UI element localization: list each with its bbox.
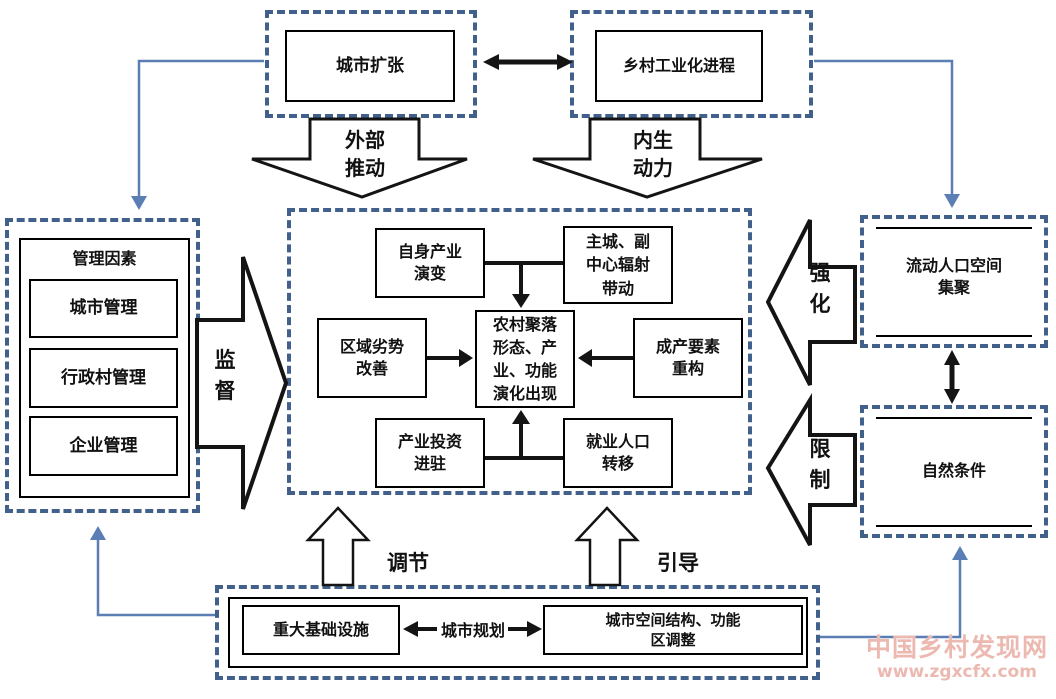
box-main-city-radiation: 主城、副 中心辐射 带动: [563, 226, 673, 304]
arrowhead: [944, 350, 960, 365]
divider-line: [876, 525, 1032, 527]
dashed-box-natural-conditions: 自然条件: [860, 405, 1048, 538]
box-enterprise-management: 企业管理: [29, 416, 178, 476]
watermark: 中国乡村发现网 www.zgxcfx.com: [864, 633, 1050, 682]
divider-line: [876, 227, 1032, 229]
box-regional-disadvantage: 区域劣势 改善: [317, 318, 427, 398]
natural-conditions-label: 自然条件: [921, 461, 986, 480]
floating-population-label: 流动人口空间 集聚: [905, 256, 1002, 298]
box-industry-investment: 产业投资 进驻: [375, 418, 485, 488]
external-push-label: 外部 推动: [345, 128, 385, 180]
box-city-management: 城市管理: [29, 279, 178, 338]
divider-line: [876, 417, 1032, 419]
box-rural-industrialization: 乡村工业化进程: [595, 30, 763, 102]
up-block-arrow-regulate: [305, 506, 371, 587]
dashed-group-center: [287, 208, 752, 495]
guide-label: 引导: [657, 551, 699, 575]
watermark-site-url: www.zgxcfx.com: [877, 662, 1037, 682]
restrict-label: 限 制: [809, 437, 831, 492]
blue-connector-bottom-left: [96, 538, 215, 617]
up-block-arrow-guide: [574, 506, 640, 587]
dashed-box-floating-population: 流动人口空间 集聚: [860, 215, 1048, 348]
endogenous-power-label: 内生 动力: [633, 128, 673, 180]
box-rural-settlement-core: 农村聚落 形态、产 业、功能 演化出现: [475, 310, 575, 408]
divider-line: [876, 335, 1032, 337]
watermark-site-name: 中国乡村发现网: [865, 633, 1048, 662]
urban-planning-label: 城市规划: [440, 621, 505, 640]
blue-connector-top-right: [814, 59, 954, 196]
regulate-label: 调节: [387, 551, 429, 575]
box-major-infrastructure: 重大基础设施: [242, 605, 400, 655]
box-spatial-adjustment: 城市空间结构、功能 区调整: [543, 605, 803, 655]
supervise-label: 监 督: [214, 348, 236, 403]
box-village-management: 行政村管理: [29, 348, 178, 408]
box-own-industry-evolution: 自身产业 演变: [375, 228, 485, 298]
management-title: 管理因素: [72, 249, 137, 268]
arrowhead: [483, 54, 499, 70]
blue-connector-top-left: [137, 59, 264, 198]
box-city-expansion: 城市扩张: [285, 30, 455, 102]
box-production-factor: 成产要素 重构: [633, 318, 743, 398]
dashed-group-planning: [215, 585, 820, 680]
arrowhead: [944, 389, 960, 404]
box-employment-transfer: 就业人口 转移: [563, 418, 673, 488]
arrowhead: [131, 196, 147, 210]
strengthen-label: 强 化: [809, 261, 831, 316]
arrowhead: [90, 526, 106, 540]
arrowhead: [944, 194, 960, 208]
dashed-group-city-expansion: [265, 10, 477, 118]
arrowhead: [952, 546, 968, 560]
blue-connector-bottom-right: [820, 558, 962, 639]
